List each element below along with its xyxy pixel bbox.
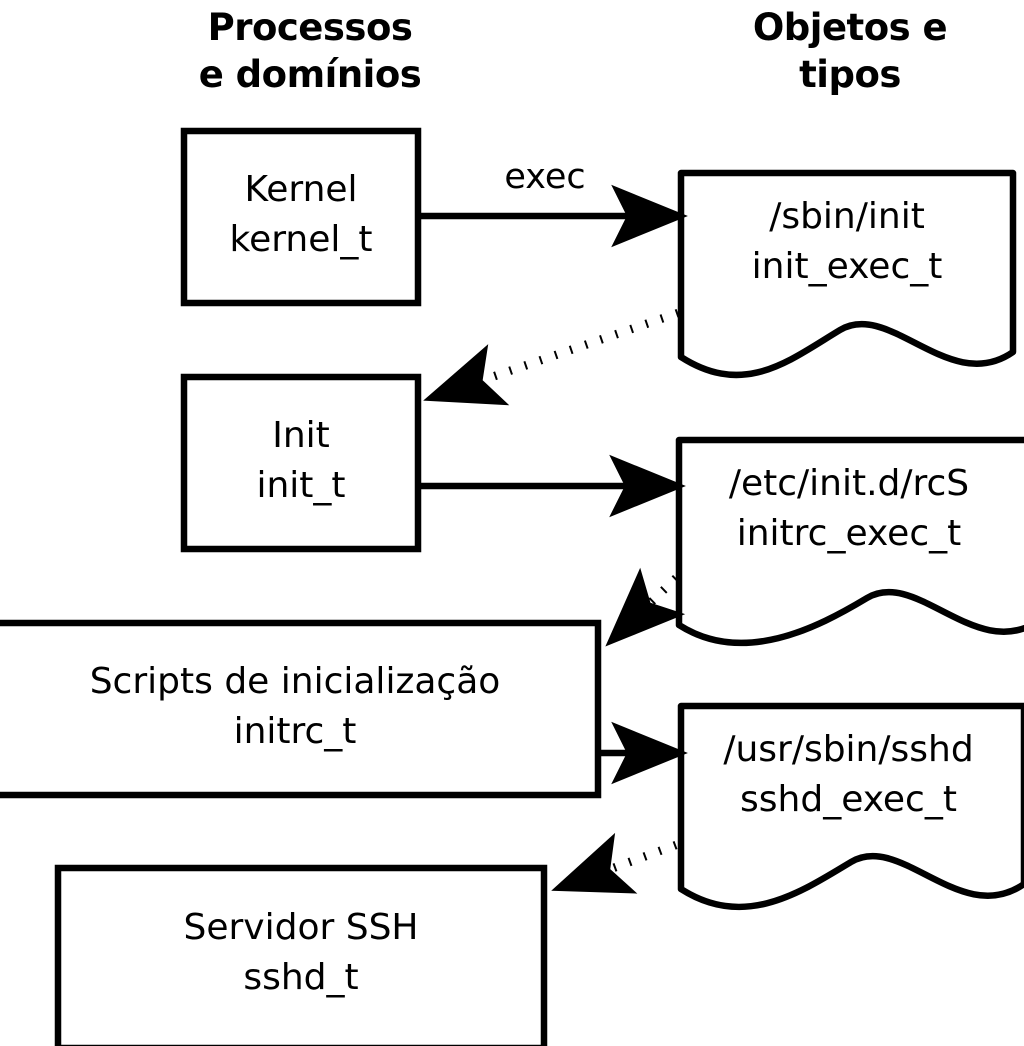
node-sshd-exec-shape[interactable] <box>677 702 1024 911</box>
node-initrc-shape[interactable] <box>0 619 602 799</box>
edge-initrc-exec-to-initrc[interactable] <box>605 567 686 647</box>
node-init-exec-shape[interactable] <box>677 169 1017 379</box>
edge-label-exec: exec <box>504 157 586 197</box>
node-init-shape[interactable] <box>180 373 422 553</box>
node-initrc-exec-shape[interactable] <box>675 436 1024 647</box>
column-header-processes: Processos e domínios <box>198 6 422 97</box>
node-sshd-shape[interactable] <box>54 864 548 1046</box>
edge-sshd-exec-to-sshd[interactable] <box>551 832 678 894</box>
node-kernel-shape[interactable] <box>180 127 422 307</box>
edge-init-exec-to-init[interactable] <box>423 308 680 406</box>
column-header-objects: Objetos e tipos <box>752 6 948 97</box>
